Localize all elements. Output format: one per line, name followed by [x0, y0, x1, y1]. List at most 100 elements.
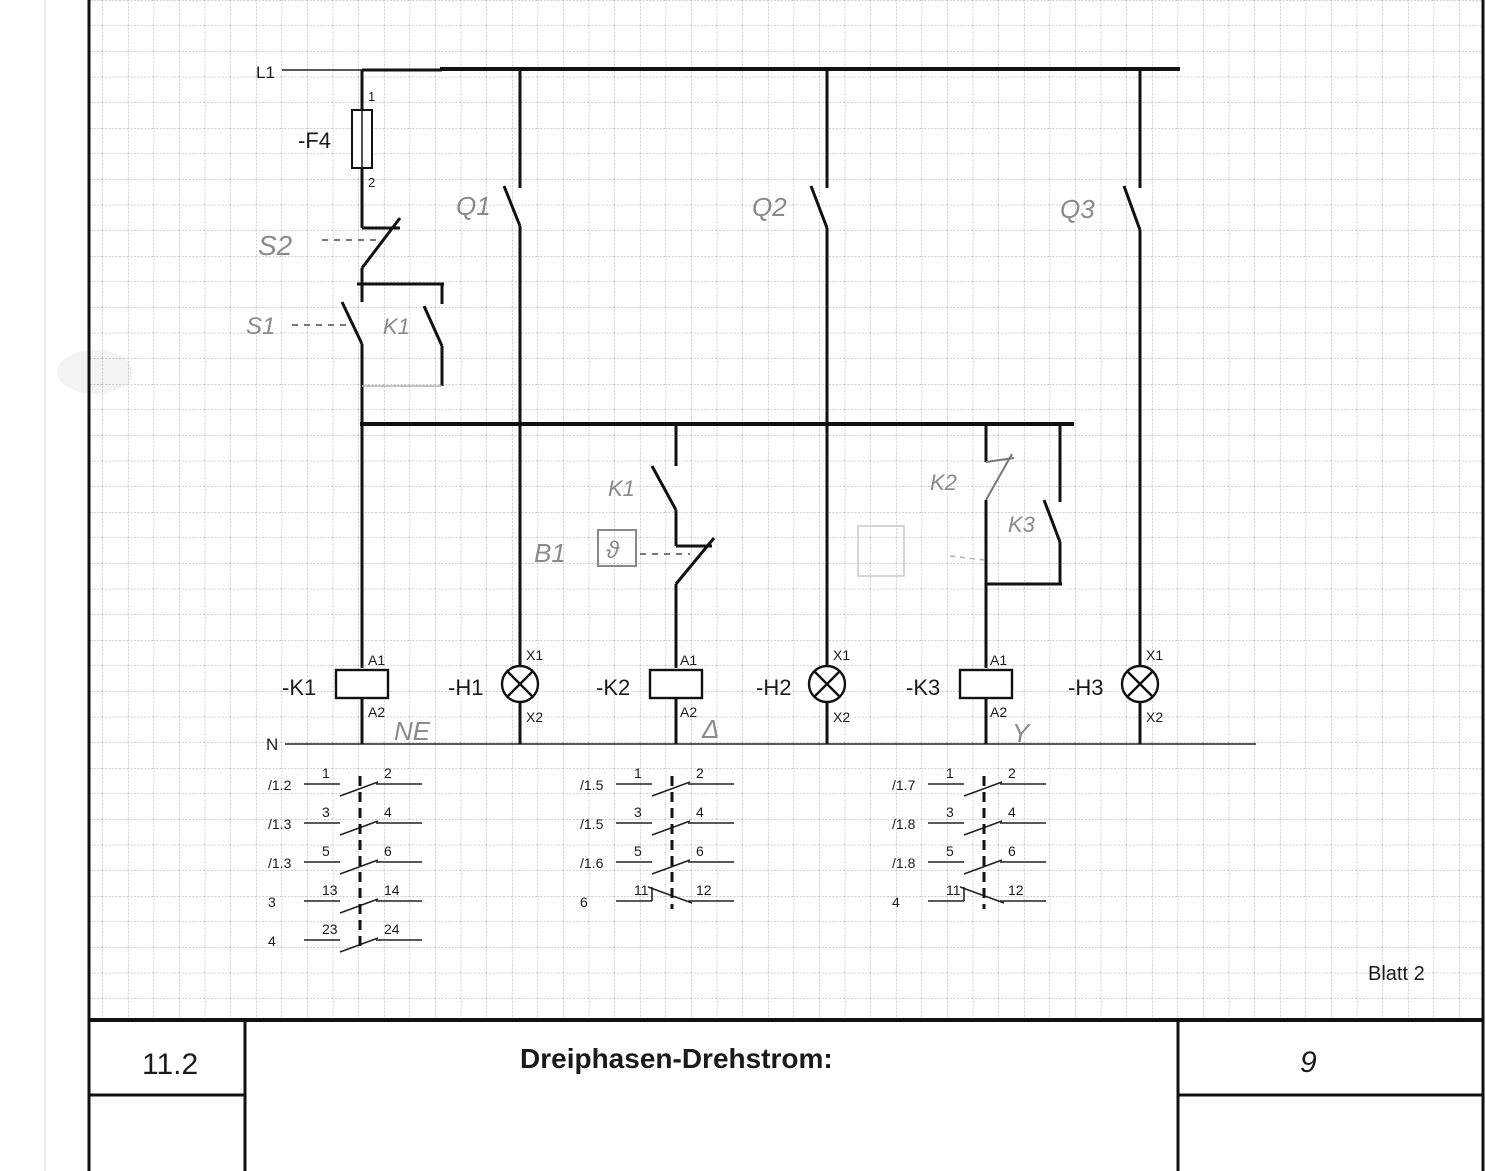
exercise-number: 11.2 — [142, 1048, 198, 1081]
faint-box — [857, 525, 905, 577]
contact-left-terminal: 3 — [322, 804, 330, 820]
contact-ref: /1.2 — [268, 777, 292, 793]
k2-interlock-label: K2 — [930, 470, 957, 495]
fuse-label: -F4 — [298, 128, 331, 153]
contact-ref: /1.5 — [580, 816, 604, 832]
h2-x2: X2 — [833, 709, 850, 725]
h3-lamp-label: -H3 — [1068, 675, 1103, 700]
contact-right-terminal: 6 — [1008, 843, 1016, 859]
sheet-label: Blatt 2 — [1368, 963, 1425, 985]
b1-label: B1 — [534, 538, 566, 568]
k1-aux-contact — [650, 465, 678, 511]
contact-row: /1.2 1 2 — [268, 765, 422, 797]
h3-x2: X2 — [1146, 709, 1163, 725]
h3-lamp — [1120, 664, 1160, 744]
k1-hold-contact — [422, 305, 444, 347]
no-blade — [963, 781, 1003, 797]
contact-left-terminal: 5 — [946, 843, 954, 859]
grid-paper — [89, 0, 1483, 1020]
contact-row: /1.3 3 4 — [268, 804, 422, 836]
k3-coil-label: -K3 — [906, 675, 940, 700]
h2-x1: X1 — [833, 647, 850, 663]
contact-right-terminal: 4 — [384, 804, 392, 820]
contact-ref: /1.5 — [580, 777, 604, 793]
contact-ref: /1.8 — [892, 816, 916, 832]
k1-a1: A1 — [368, 652, 385, 668]
q2-contact — [809, 185, 829, 229]
contact-right-terminal: 14 — [384, 882, 400, 898]
s2-stop-contact-blade — [360, 217, 402, 269]
contact-row: /1.5 1 2 — [580, 765, 734, 797]
title-block — [89, 1018, 1483, 1171]
b1-thermal-symbol: ϑ — [606, 537, 620, 564]
contact-right-terminal: 12 — [1008, 882, 1024, 898]
contact-right-terminal: 12 — [696, 882, 712, 898]
b1-contact-blade — [674, 537, 716, 585]
contact-ref: /1.3 — [268, 816, 292, 832]
k1-coil — [334, 668, 390, 744]
contact-right-terminal: 6 — [696, 843, 704, 859]
contact-right-terminal: 2 — [1008, 765, 1016, 781]
rail-l1-label: L1 — [256, 63, 275, 82]
contact-right-terminal: 2 — [696, 765, 704, 781]
h2-lamp — [807, 664, 847, 744]
star-note: Y — [1012, 718, 1031, 748]
contact-row: 6 11 12 — [580, 882, 734, 910]
k3-a1: A1 — [990, 652, 1007, 668]
contact-left-terminal: 1 — [634, 765, 642, 781]
contact-left-terminal: 3 — [634, 804, 642, 820]
h2-lamp-label: -H2 — [756, 675, 791, 700]
k2-a1: A1 — [680, 652, 697, 668]
k2-interlock-blade — [985, 453, 1013, 501]
k1-aux-label: K1 — [608, 476, 635, 501]
contact-left-terminal: 11 — [946, 882, 961, 898]
k1-a2: A2 — [368, 704, 385, 720]
ne-note: NE — [394, 716, 431, 746]
k3-hold-contact — [1042, 499, 1062, 543]
contact-ref: /1.6 — [580, 855, 604, 871]
contact-left-terminal: 1 — [322, 765, 330, 781]
k3-a2: A2 — [990, 704, 1007, 720]
contact-right-terminal: 24 — [384, 921, 400, 937]
no-blade — [651, 781, 691, 797]
q3-contact — [1122, 185, 1142, 231]
delta-note: Δ — [701, 714, 719, 744]
fuse-pin-bottom: 2 — [368, 175, 375, 190]
no-blade — [963, 859, 1003, 875]
no-blade — [339, 859, 379, 875]
contact-row: /1.5 3 4 — [580, 804, 734, 836]
k2-coil-label: -K2 — [596, 675, 630, 700]
k2-coil — [648, 668, 704, 744]
s1-start-contact — [340, 301, 364, 345]
h1-lamp — [500, 664, 540, 744]
contact-ref: 4 — [892, 894, 900, 910]
page-mark: 9 — [1300, 1046, 1317, 1079]
contact-left-terminal: 23 — [322, 921, 338, 937]
nc-blade — [647, 886, 693, 904]
q1-contact — [502, 185, 522, 227]
contact-ref: /1.8 — [892, 855, 916, 871]
s2-label: S2 — [258, 230, 293, 261]
contact-right-terminal: 2 — [384, 765, 392, 781]
contact-row: /1.6 5 6 — [580, 843, 734, 875]
contact-right-terminal: 4 — [696, 804, 704, 820]
contact-left-terminal: 5 — [322, 843, 330, 859]
q1-label: Q1 — [456, 191, 491, 221]
k1-coil-label: -K1 — [282, 675, 316, 700]
no-blade — [339, 781, 379, 797]
contact-left-terminal: 5 — [634, 843, 642, 859]
no-blade — [651, 859, 691, 875]
contact-ref: 6 — [580, 894, 588, 910]
contact-row: 4 11 12 — [892, 882, 1046, 910]
k3-hold-label: K3 — [1008, 512, 1036, 537]
b1-thermal-box — [597, 529, 637, 567]
contact-left-terminal: 11 — [634, 882, 649, 898]
